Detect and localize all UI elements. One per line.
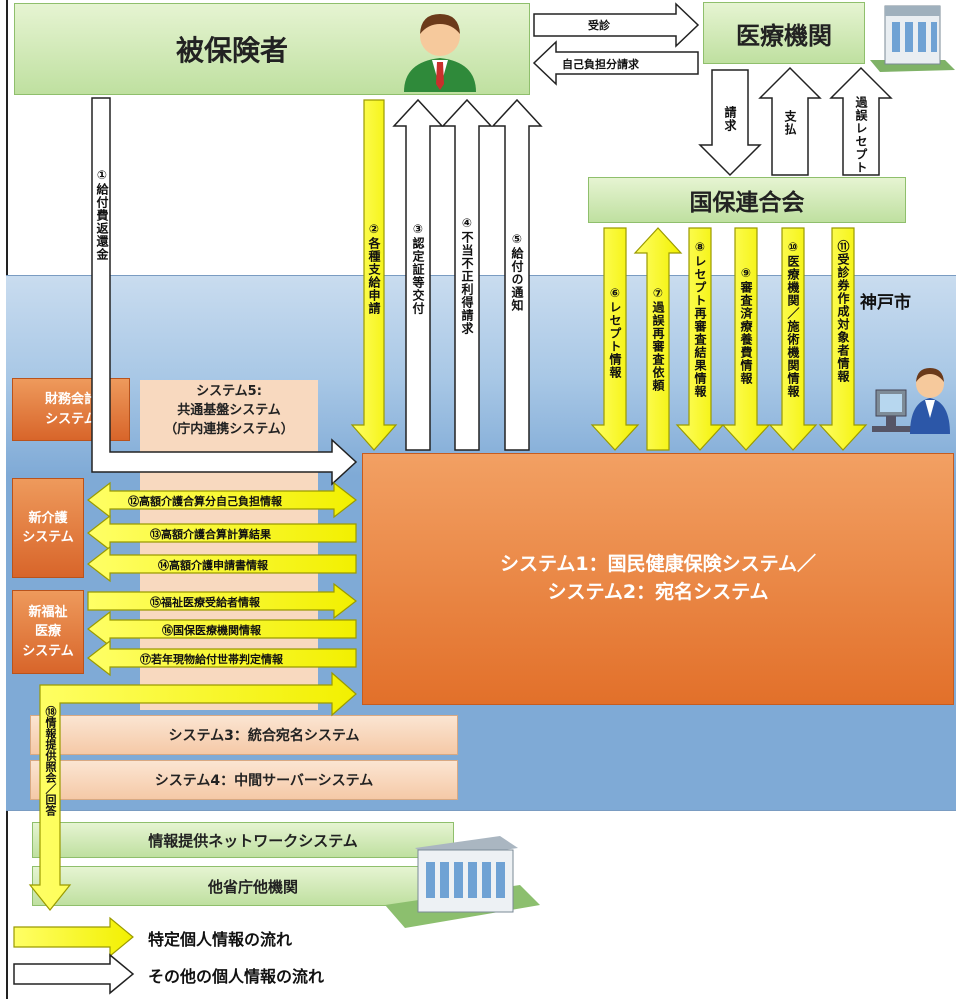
label-f3: ③認定証等交付 bbox=[411, 222, 425, 315]
computer-user-icon bbox=[872, 368, 950, 434]
network-box: 情報提供ネットワークシステム bbox=[32, 822, 454, 858]
label-f15: ⑮福祉医療受給者情報 bbox=[150, 596, 260, 609]
arrow-f17 bbox=[87, 639, 357, 677]
medical-institution-label: 医療機関 bbox=[736, 21, 832, 50]
arrow-f2 bbox=[350, 99, 398, 451]
federation-label: 国保連合会 bbox=[689, 190, 805, 216]
system3-box: システム3：統合宛名システム bbox=[30, 715, 458, 755]
system5-sub: （庁内連携システム） bbox=[164, 421, 294, 437]
system4-box: システム4：中間サーバーシステム bbox=[30, 760, 458, 800]
label-f4: ④不当不正利得請求 bbox=[460, 216, 474, 335]
federation-box: 国保連合会 bbox=[588, 177, 906, 223]
arrow-f8 bbox=[675, 227, 725, 451]
arrow-f1 bbox=[91, 97, 358, 486]
city-region-bottom-border bbox=[6, 810, 956, 811]
system5-name: 共通基盤システム bbox=[177, 402, 281, 418]
label-payment: 支払 bbox=[783, 110, 797, 136]
label-f16: ⑯国保医療機関情報 bbox=[162, 624, 261, 637]
label-f12: ⑫高額介護合算分自己負担情報 bbox=[128, 495, 282, 508]
person-icon bbox=[404, 14, 476, 92]
arrow-f12 bbox=[87, 481, 357, 519]
label-f11: ⑪受診券作成対象者情報 bbox=[836, 240, 850, 383]
legend-specific-label: 特定個人情報の流れ bbox=[148, 930, 293, 949]
medical-institution-box: 医療機関 bbox=[703, 2, 865, 64]
finance-system-label: 財務会計 システム bbox=[44, 392, 97, 427]
label-overpaid-receipt: 過誤レセプト bbox=[854, 96, 868, 174]
label-claim: 請求 bbox=[723, 106, 737, 132]
building-icon-agencies bbox=[385, 836, 540, 928]
arrow-f16 bbox=[87, 610, 357, 648]
arrow-f14 bbox=[87, 545, 357, 583]
system1-box: システム1：国民健康保険システム／ システム2：宛名システム bbox=[362, 453, 954, 705]
label-f7: ⑦過誤再審査依頼 bbox=[651, 286, 665, 392]
system4-label: システム4：中間サーバーシステム bbox=[154, 773, 374, 789]
arrow-f15 bbox=[87, 582, 357, 620]
network-label: 情報提供ネットワークシステム bbox=[148, 831, 358, 850]
label-f10: ⑩医療機関／施術機関情報 bbox=[786, 240, 800, 398]
label-f2: ②各種支給申請 bbox=[367, 222, 381, 315]
system5-label-block: システム5: 共通基盤システム （庁内連携システム） bbox=[140, 383, 318, 440]
arrow-claim bbox=[698, 69, 762, 177]
legend-other-arrow bbox=[13, 953, 135, 995]
label-f9: ⑨審査済療養費情報 bbox=[739, 266, 753, 385]
insured-label: 被保険者 bbox=[175, 34, 288, 67]
label-f17: ⑰若年現物給付世帯判定情報 bbox=[140, 653, 283, 666]
system1-label-line2: システム2：宛名システム bbox=[547, 581, 769, 603]
system5-title: システム5: bbox=[196, 384, 262, 399]
system3-label: システム3：統合宛名システム bbox=[168, 728, 360, 744]
arrow-f18 bbox=[28, 671, 357, 911]
welfare-system-box: 新福祉 医療 システム bbox=[12, 590, 84, 674]
arrow-f5 bbox=[491, 98, 543, 451]
arrow-f6 bbox=[590, 227, 640, 451]
arrow-payment bbox=[758, 66, 822, 176]
other-agencies-box: 他省庁他機関 bbox=[32, 866, 454, 906]
label-f5: ⑤給付の通知 bbox=[510, 232, 524, 312]
legend-specific-arrow bbox=[13, 916, 134, 958]
building-icon bbox=[870, 5, 955, 72]
arrow-overpaid-receipt bbox=[829, 66, 893, 176]
label-consult: 受診 bbox=[588, 19, 610, 32]
care-system-box: 新介護 システム bbox=[12, 478, 84, 578]
label-f1: ①給付費返還金 bbox=[95, 168, 109, 261]
arrow-f10 bbox=[768, 227, 818, 451]
arrow-f11 bbox=[818, 227, 868, 451]
label-copay-claim: 自己負担分請求 bbox=[562, 58, 639, 71]
arrow-consult bbox=[533, 2, 700, 48]
arrow-f13 bbox=[87, 514, 357, 552]
label-f8: ⑧レセプト再審査結果情報 bbox=[693, 240, 707, 398]
welfare-system-label: 新福祉 医療 システム bbox=[22, 604, 74, 659]
arrow-f7 bbox=[633, 227, 683, 451]
label-f18: ⑱情報提供照会／回答 bbox=[44, 706, 57, 816]
system1-label-line1: システム1：国民健康保険システム／ bbox=[499, 553, 817, 576]
label-f6: ⑥レセプト情報 bbox=[608, 286, 622, 379]
label-f14: ⑭高額介護申請書情報 bbox=[158, 559, 268, 572]
other-agencies-label: 他省庁他機関 bbox=[207, 877, 298, 896]
care-system-label: 新介護 システム bbox=[22, 510, 74, 546]
arrow-copay-claim bbox=[532, 40, 699, 86]
arrow-f9 bbox=[721, 227, 771, 451]
city-label: 神戸市 bbox=[860, 293, 911, 313]
label-f13: ⑬高額介護合算計算結果 bbox=[150, 528, 271, 541]
legend-other-label: その他の個人情報の流れ bbox=[148, 967, 325, 986]
arrow-f4 bbox=[441, 98, 493, 451]
arrow-f3 bbox=[392, 98, 444, 451]
